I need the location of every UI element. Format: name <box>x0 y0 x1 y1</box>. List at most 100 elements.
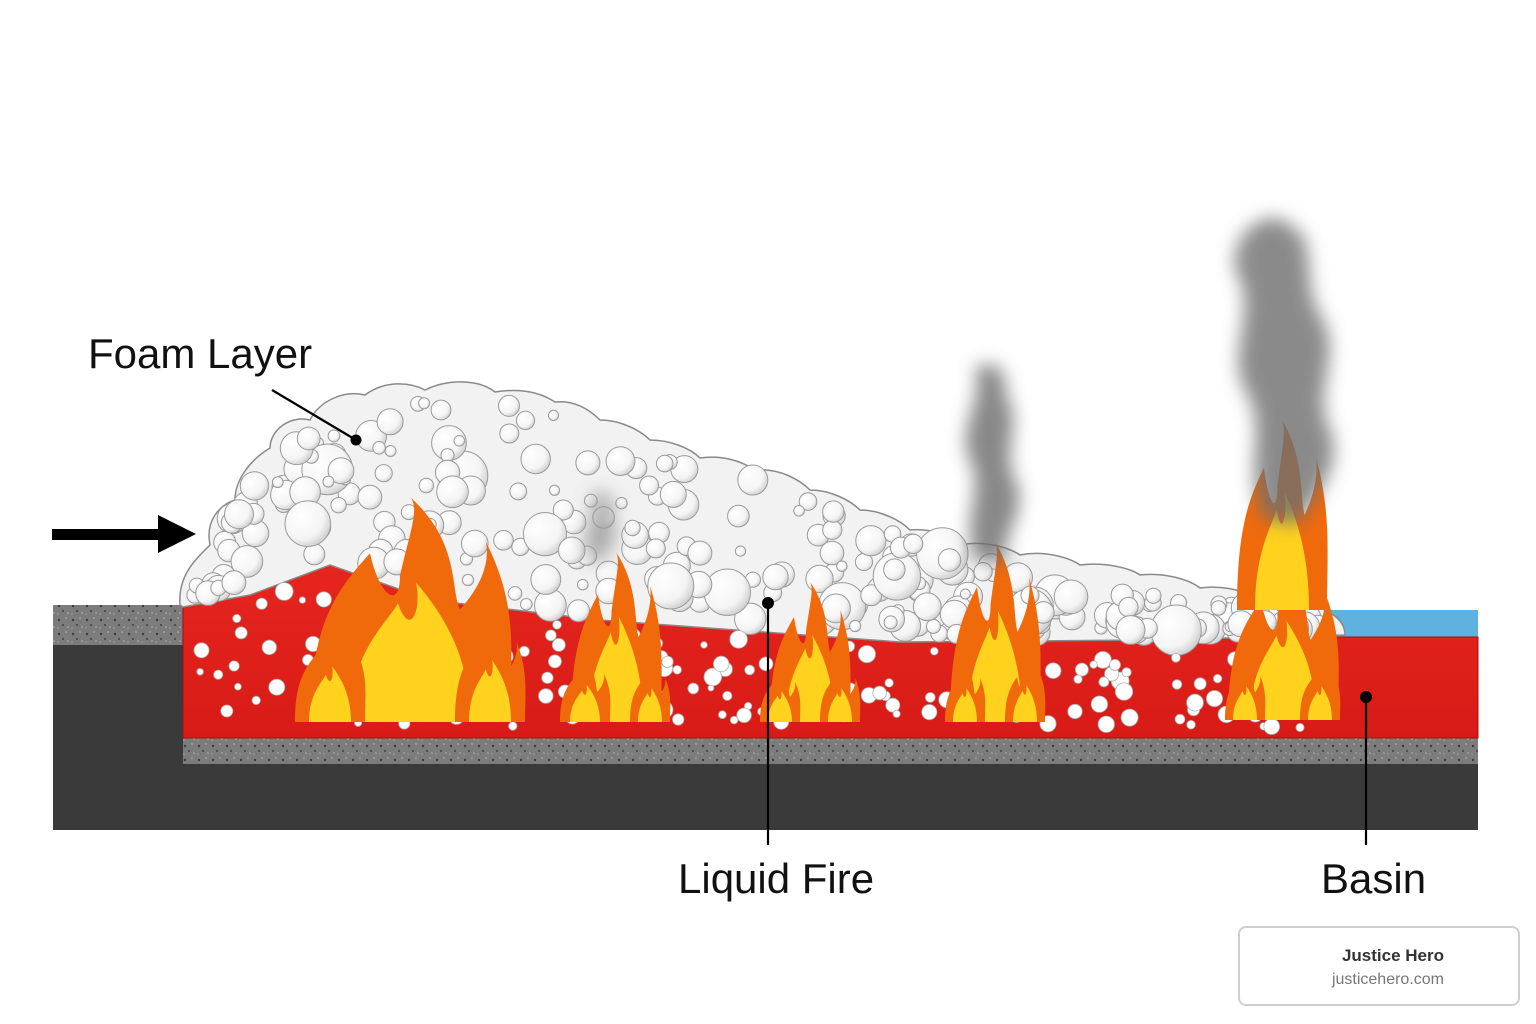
foam-bubble <box>645 538 666 559</box>
fuel-bubble <box>232 614 242 624</box>
fuel-bubble <box>268 678 286 696</box>
fuel-bubble <box>1094 651 1112 669</box>
foam-bubble <box>224 499 254 530</box>
foam-bubble <box>883 615 898 630</box>
fuel-bubble <box>1295 723 1305 733</box>
foam-bubble <box>461 573 475 587</box>
leader-dot-foam <box>350 434 362 446</box>
foam-bubble <box>1115 615 1146 645</box>
smoke <box>585 217 1334 565</box>
brand-name: Justice Hero <box>1341 946 1444 965</box>
fuel-bubble <box>220 704 234 718</box>
fuel-bubble <box>1171 679 1183 690</box>
fuel-bubble <box>213 669 224 680</box>
fuel-bubble <box>228 660 240 672</box>
foam-bubble <box>849 619 862 633</box>
foam-bubble <box>1118 596 1139 618</box>
foam-bubble <box>822 500 845 523</box>
fuel-bubble <box>672 665 682 675</box>
fuel-bubble <box>1089 660 1098 669</box>
fuel-bubble <box>744 664 755 676</box>
brand-watermark: Justice Hero justicehero.com <box>1238 926 1520 1006</box>
foam-bubble <box>605 446 636 477</box>
fuel-bubble <box>1213 673 1223 684</box>
foam-bubble <box>509 482 528 501</box>
fuel-bubble <box>1263 718 1280 735</box>
foam-bubble <box>655 454 674 473</box>
fuel-bubble <box>713 655 730 673</box>
fuel-bubble <box>538 688 554 704</box>
foam-bubble <box>522 512 568 557</box>
foam-bubble <box>737 464 769 496</box>
foam-bubble <box>793 505 805 517</box>
smoke-plume-right <box>1234 217 1334 526</box>
fuel-bubble <box>758 656 774 672</box>
brand-url: justicehero.com <box>1331 971 1444 988</box>
foam-bubble <box>507 586 523 601</box>
fuel-bubble <box>234 626 248 640</box>
leader-dots <box>350 434 1372 703</box>
fuel-bubble <box>1121 667 1132 678</box>
fuel-bubble <box>251 695 261 706</box>
flame-inner <box>1233 685 1257 720</box>
foam-bubble <box>372 441 386 455</box>
foam-bubble <box>937 548 962 572</box>
fuel-bubble <box>545 629 557 642</box>
foam-bubble <box>461 529 489 558</box>
foam-bubble <box>575 450 601 476</box>
foam-bubble <box>499 423 520 444</box>
foam-bubble <box>615 497 628 510</box>
liquid-fire-label: Liquid Fire <box>678 855 875 902</box>
fuel-bubble <box>736 707 752 724</box>
fuel-bubble <box>261 639 277 656</box>
flame-inner <box>309 666 351 722</box>
foam-bubble <box>903 533 924 555</box>
fuel-bubble <box>892 709 901 718</box>
fuel-bubble <box>234 682 242 691</box>
fuel-bubble <box>703 667 723 687</box>
foam-bubble <box>548 484 561 496</box>
foam-bubble <box>836 560 848 572</box>
fuel-bubble <box>1114 682 1134 701</box>
foam-bubble <box>926 618 941 634</box>
foam-bubble <box>821 593 851 624</box>
flame-inner <box>1308 685 1332 720</box>
fuel-bubble <box>1186 693 1204 712</box>
foam-bubble <box>687 540 713 566</box>
smoke-plume-middle <box>965 364 1020 565</box>
fuel-bubble <box>552 620 562 630</box>
flame-inner <box>469 660 511 722</box>
arrow-head <box>158 515 196 553</box>
foam-bubble <box>567 599 590 623</box>
foam-bubbles <box>186 394 1330 656</box>
leader-dot-fire <box>762 597 774 609</box>
foam-bubble <box>418 397 431 410</box>
foam-layer-label: Foam Layer <box>88 330 313 377</box>
foam-bubble <box>883 558 906 581</box>
foam-bubble <box>436 475 469 509</box>
foam-bubble <box>418 477 434 494</box>
foam-bubble <box>384 445 397 457</box>
foam-bubble <box>239 471 270 501</box>
foam-bubble <box>498 394 520 417</box>
fuel-bubble <box>921 704 938 721</box>
flame-inner <box>1250 620 1316 720</box>
foam-bubble <box>647 562 695 610</box>
fuel-bubble <box>1090 695 1109 713</box>
flame-inner <box>350 582 470 722</box>
foam-bubble <box>727 504 750 528</box>
foam-bubble <box>1210 600 1227 616</box>
fuel-bubble <box>729 715 739 725</box>
smoke-wisp-left <box>585 491 617 565</box>
foam-bubble <box>453 435 466 447</box>
fuel-bubble <box>508 721 518 731</box>
foam-bubble <box>530 564 562 595</box>
fuel-bubble <box>687 682 700 695</box>
flame-inner <box>638 687 662 722</box>
foam-bubble <box>520 443 551 475</box>
fuel-bubble <box>1073 674 1083 684</box>
foam-flow-arrow <box>52 515 196 553</box>
foam-bubble <box>1145 587 1162 604</box>
fuel-bubble <box>1174 713 1186 725</box>
